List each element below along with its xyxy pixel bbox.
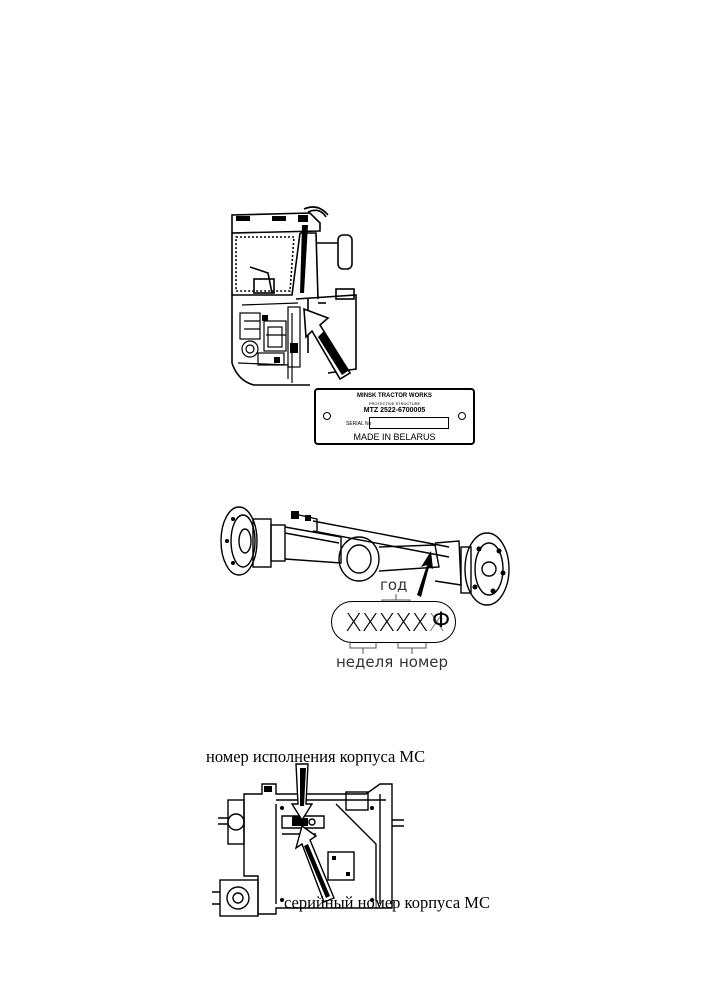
plate-serial-label: SERIAL No [346,421,372,427]
axle-code: XXXXXX [345,608,445,637]
serial-plate: MINSK TRACTOR WORKS PROTECTIVE STRUCTURE… [314,388,475,445]
housing-figure [212,763,416,922]
gearbox-housing-drawing [212,763,404,917]
cab-figure [228,203,368,389]
plate-serial-box [369,417,449,429]
axle-code-suffix: Ф [432,608,451,632]
plate-manufacturer: MINSK TRACTOR WORKS [357,393,432,399]
label-week: неделя [336,653,394,671]
axle-code-main: XXXXX [345,608,429,637]
axle-code-plate: XXXXXX Ф [331,601,456,643]
caption-housing-serial: серийный номер корпуса МС [284,893,490,912]
plate-origin: MADE IN BELARUS [353,432,436,442]
plate-subtitle: PROTECTIVE STRUCTURE [368,401,421,406]
axle-figure [213,497,523,606]
label-year: год [380,576,408,594]
plate-model: MTZ 2522-6700005 [363,407,426,414]
rivet-hole-right-icon [458,412,466,420]
rivet-hole-left-icon [323,412,331,420]
axle-code-last: X [428,608,445,637]
tractor-cab-drawing [231,206,357,386]
front-axle-drawing [220,506,510,606]
caption-housing-variant: номер исполнения корпуса МС [206,747,426,766]
label-number: номер [399,653,449,671]
